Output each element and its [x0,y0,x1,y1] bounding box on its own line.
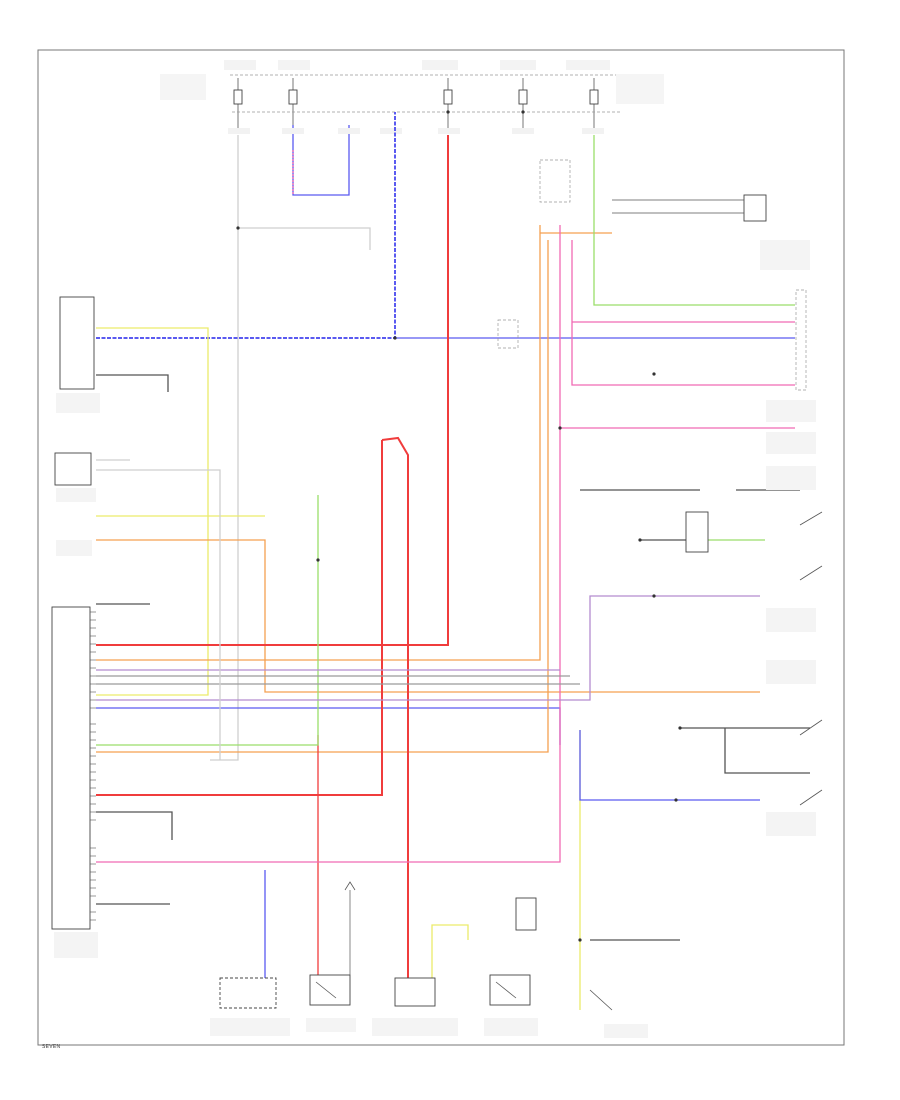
left-label-blocks [54,393,100,958]
bottom-sensor [515,897,537,931]
bottom-module-left [219,977,277,1009]
middle-connector [497,319,519,349]
bottom-right-switch [589,989,613,1011]
right-components [497,240,823,836]
left-switch-module [59,296,95,390]
left-components [51,296,100,958]
wires [96,112,810,1010]
top-fuse-labels [160,60,664,104]
right-connector [795,289,807,391]
top-connector-row [228,128,604,134]
relay-component-top-right [743,194,767,222]
ground-symbol [344,881,356,891]
main-control-module [51,606,91,930]
bottom-switch-1 [309,974,351,1006]
main-module-pins [90,611,96,921]
left-sensor-module [54,452,92,486]
bottom-actuator [394,977,436,1007]
splice-points [236,110,682,942]
right-relay [685,511,709,553]
top-power-area [160,60,767,222]
switch-symbol [799,511,823,526]
top-fuses [233,89,599,105]
bottom-switch-2 [489,974,531,1006]
relay-box [539,159,571,203]
bottom-components [210,881,648,1038]
diagram-code-label: SEVEN [42,1044,61,1050]
diagram-frame [37,49,845,1046]
